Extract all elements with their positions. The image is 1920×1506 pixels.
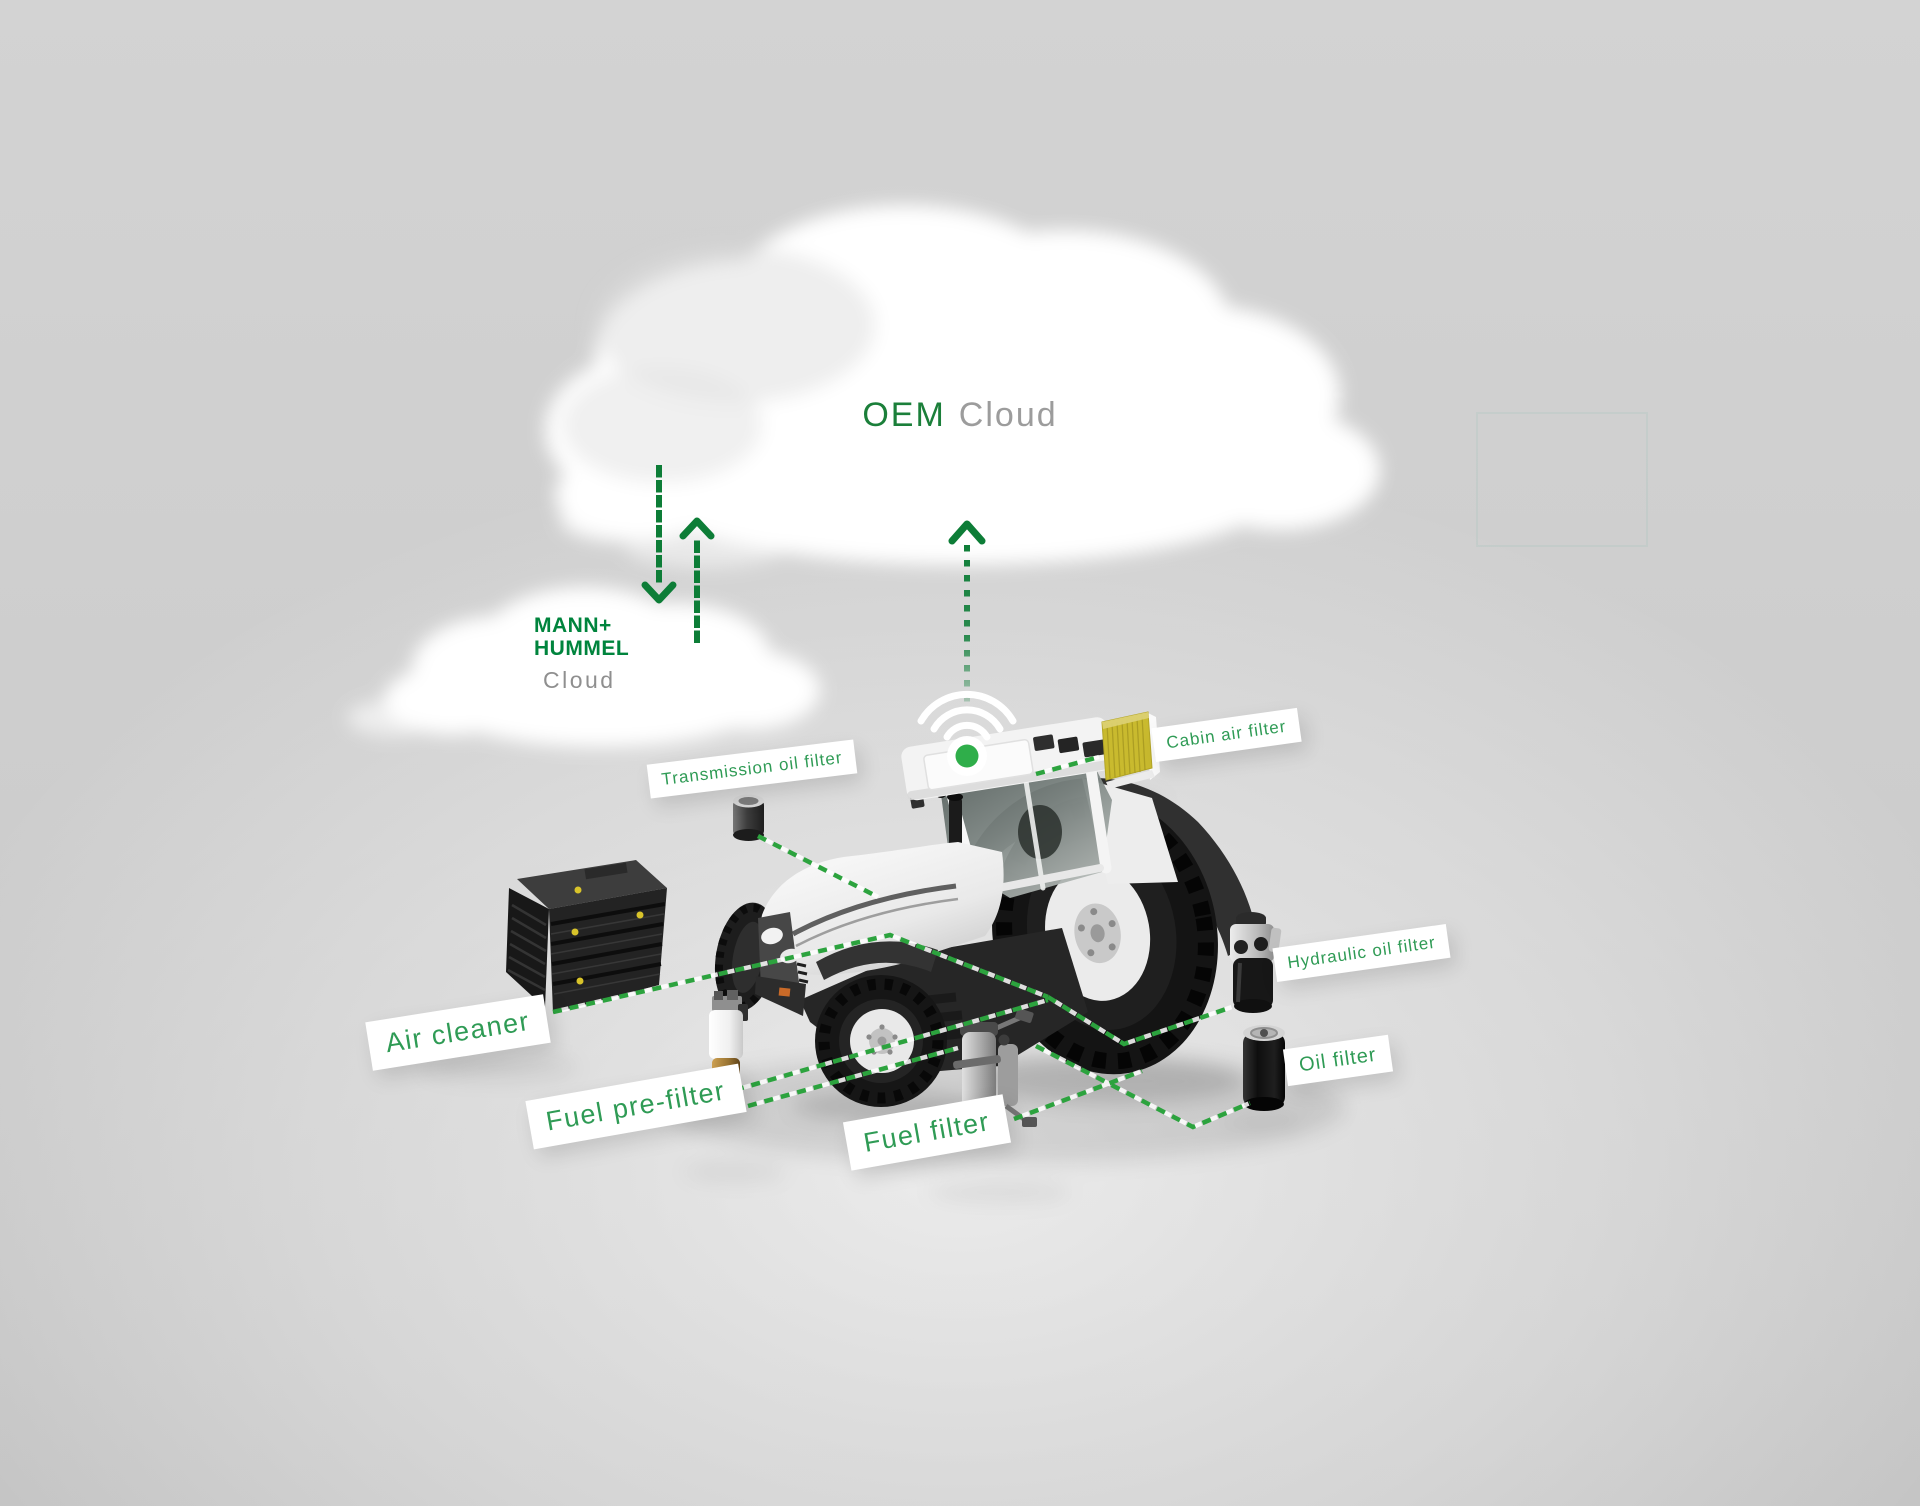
connector-cabin-air-filter [1035, 754, 1100, 777]
tractor-front-fender [816, 941, 938, 980]
oil-filter-image [1243, 1025, 1285, 1111]
air-cleaner-image [506, 860, 667, 1013]
tractor-front-wheel [815, 975, 947, 1107]
arrow-up-icon [948, 520, 986, 545]
connector-oil-filter [1034, 1044, 1251, 1130]
arrow-up-icon [679, 517, 715, 540]
transmission-oil-filter-image [733, 794, 764, 841]
tractor-hood [760, 842, 1004, 975]
roof-sensor [1082, 739, 1107, 758]
oem-cloud-shape [545, 205, 1380, 568]
tractor-bumper [755, 976, 806, 1016]
arrow-oem-to-mannhummel [641, 465, 677, 604]
connector-lines [552, 754, 1251, 1130]
fuel-filter-image [953, 1008, 1037, 1133]
mann-hummel-cloud-word: Cloud [543, 667, 616, 693]
tractor-hood-stripe [791, 883, 957, 937]
wifi-icon [917, 690, 1017, 776]
roof-sensor [1033, 734, 1055, 751]
connector-fuel-filter [1013, 1068, 1143, 1122]
mann-hummel-logo-line2: HUMMEL [534, 637, 630, 660]
oem-cloud-word: Cloud [958, 396, 1058, 434]
connector-transmission-oil-filter [756, 833, 880, 900]
tractor-headlight [761, 927, 783, 945]
tractor-seat [1018, 805, 1062, 859]
faint-background-rectangle [1476, 412, 1648, 547]
mann-hummel-logo-line1: MANN+ [534, 614, 612, 637]
connector-air-cleaner [552, 932, 1049, 1015]
arrow-mannhummel-to-oem [679, 517, 715, 643]
arrow-tractor-to-oem [948, 520, 986, 713]
mann-hummel-logo: MANN+ HUMMEL Cloud [534, 614, 629, 694]
mann-hummel-cloud-shape [347, 587, 820, 747]
hydraulic-oil-filter-image [1230, 912, 1282, 1013]
connector-hydraulic-oil-filter [1046, 995, 1233, 1047]
tractor-marker-light [778, 987, 791, 997]
tractor-hood-stripe2 [795, 897, 959, 948]
connector-fuel-pre-filter [734, 997, 1049, 1093]
oem-brand-text: OEM [862, 396, 946, 434]
tractor-nose [755, 912, 809, 1016]
wifi-dot [955, 744, 979, 768]
roof-sensor [1057, 736, 1080, 754]
oem-cloud-title: OEM Cloud [790, 396, 1130, 435]
cabin-air-filter-image [1101, 711, 1160, 789]
arrow-down-icon [641, 581, 677, 604]
connector-fuel-pre-filter-2 [747, 1045, 959, 1109]
